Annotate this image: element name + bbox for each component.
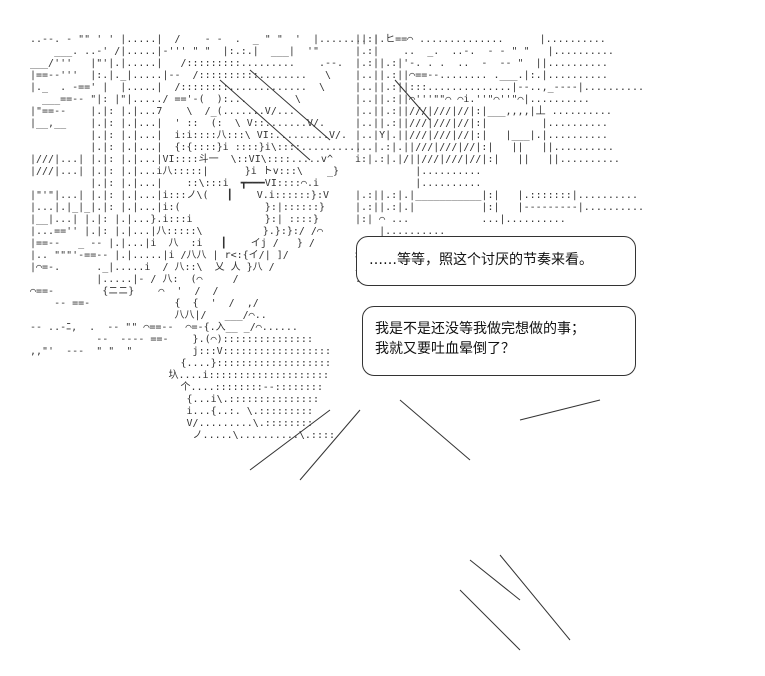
ascii-art-line: -- ==- { { ' / ,/: [30, 298, 259, 309]
ascii-art-line: |///|...| |.|: |.|...|VI::::斗一 \::VI\:::…: [30, 154, 333, 165]
ascii-art-line: 个....::::::::--::::::::: [30, 382, 323, 393]
ascii-art-line: |.....|- / 八: (⌒ /: [30, 274, 269, 285]
ascii-art-line: |.|: |.|...| ::\:::i ┳━━━VI::::⌒.i: [30, 178, 332, 189]
ascii-art-line: |.:||.:|.|___________|:| |.:::::::|.....…: [355, 190, 638, 201]
ascii-art-line: {....}:::::::::::::::::::: [30, 358, 332, 369]
ascii-art-line: |..||.:||///|///|//|:|___,,,,|丄 ........…: [355, 106, 612, 117]
ascii-art-line: ___/''' |"'|.|.....| /:::::::::.........…: [30, 58, 356, 69]
ascii-art-line: ⌒==- {ニニ} ⌒ ' / /: [30, 286, 261, 297]
ascii-art-line: |..........: [355, 178, 482, 189]
ascii-art-line: i...{..:. \.:::::::::: [30, 406, 313, 417]
ascii-art-line: |__|...| |.|: |.|...}.i:::i }:| ::::}: [30, 214, 332, 225]
ascii-art-line: ..--. - "" ' ' |.....| / - - . _ " " ' |…: [30, 34, 398, 45]
speech-bubble-top: ……等等，照这个讨厌的节奏来看。: [356, 236, 636, 286]
ascii-art-line: |.:| ヒ==⌒ .............. |..........: [355, 34, 606, 45]
ascii-art-line: |.|: |.|...| {:{::::}i ::::}i\::::......…: [30, 142, 362, 153]
ascii-art-line: |...|.|_|_|.|: |.|...|i:( }:|::::::}: [30, 202, 338, 213]
ascii-art-line: -- ---- ==- }.(⌒):::::::::::::::: [30, 334, 313, 345]
ascii-art-line: |..||.:||///|///|//|:| |..........: [355, 118, 608, 129]
ascii-art-line: |:| ⌒ ... ...|..........: [355, 214, 566, 225]
ascii-art-line: ,,"' --- " " " j:::V::::::::::::::::::: [30, 346, 332, 357]
ascii-art-line: ___==-- "|: |"|...../ =='-( ):... \: [30, 94, 313, 105]
speech-bubble-bottom: 我是不是还没等我做完想做的事； 我就又要吐血晕倒了？: [362, 306, 636, 376]
ascii-art-line: |...=='' |.|: |.|...|八:::::\ }.}:}:/ /⌒: [30, 226, 323, 237]
ascii-art-line: ノ.....\..........\.::::: [30, 430, 336, 441]
ascii-art-line: |..........: [355, 166, 482, 177]
ascii-art-line: V/.........\.::::::::: [30, 418, 313, 429]
ascii-art-line: |.:| .. _. ..-. - - " " |..........: [355, 46, 614, 57]
speech-line: 我是不是还没等我做完想做的事；: [375, 321, 585, 337]
ascii-art-line: |.|: |.|...| i:i::::八:::\ VI:.........V/…: [30, 130, 348, 141]
speech-line: 我就又要吐血晕倒了？: [375, 341, 515, 357]
ascii-art-line: |⌒=-. ._|.....i / 八::\ 乂 人 }八 /: [30, 262, 287, 273]
ascii-art-line: |==-- _ -- |.|...|i 八 :i ┃ イj / } /: [30, 238, 327, 249]
ascii-art-line: |..|.:|.||///|///|//|:| || ||..........: [355, 142, 614, 153]
ascii-art-line: ___. ..-' /|.....|-''' " " |:.:.| ___| '…: [30, 46, 368, 57]
ascii-art-line: |==--''' |:.|._|.....|-- /::::::::::....…: [30, 70, 356, 81]
ascii-art-line: |..||.:||⌒'''""⌒ ⌒i.''"⌒''"⌒|..........: [355, 94, 590, 105]
ascii-art-line: {...i\.:::::::::::::::: [30, 394, 319, 405]
ascii-art-line: 八八|/ ___/⌒..: [30, 310, 267, 321]
ascii-art-line: |.:||.:|.| |:| |---------|..........: [355, 202, 644, 213]
ascii-art-line: |.. """'-==-- |.|.....|i /八八 | r<:{イ/| ]…: [30, 250, 301, 261]
ascii-art-line: i:|.:|.|/||///|///|//|:| || ||..........: [355, 154, 620, 165]
ascii-art-line: |..|Y|.||///|///|//|:| |___|.|..........: [355, 130, 608, 141]
ascii-art-line: 圦....i::::::::::::::::::::: [30, 370, 329, 381]
ascii-art-line: |.:||.:|'-. . . .. - -- " ||..........: [355, 58, 608, 69]
ascii-art-line: |..........: [355, 226, 446, 237]
ascii-art-line: |///|...| |.|: |.|...i八:::::| }i トv:::\ …: [30, 166, 346, 177]
ascii-art-line: |"'"|...| |.|: |.|...|i:::ノ\( ┃ V.i:::::…: [30, 190, 329, 201]
ascii-art-line: -- ..-ﾆ, . -- "" ⌒==-- ⌒=-{.入__ _/⌒.....…: [30, 322, 298, 333]
speech-line: ……等等，照这个讨厌的节奏来看。: [369, 252, 593, 268]
ascii-art-line: |..||.:||:::..............|--..,_----|..…: [355, 82, 644, 93]
ascii-art-line: |__,__ |.|: |.|...| ' :: (: \ V::.......…: [30, 118, 338, 129]
ascii-art-line: |..||.:||⌒==--........ .___.|:.|........…: [355, 70, 608, 81]
ascii-art-left: ..--. - "" ' ' |.....| / - - . _ " " ' |…: [30, 34, 397, 442]
ascii-art-line: |"==-- |.|: |.|...7 \ /_(.......V/...: [30, 106, 332, 117]
ascii-art-line: |._ . -==' | |.....| /::::::::..........…: [30, 82, 338, 93]
